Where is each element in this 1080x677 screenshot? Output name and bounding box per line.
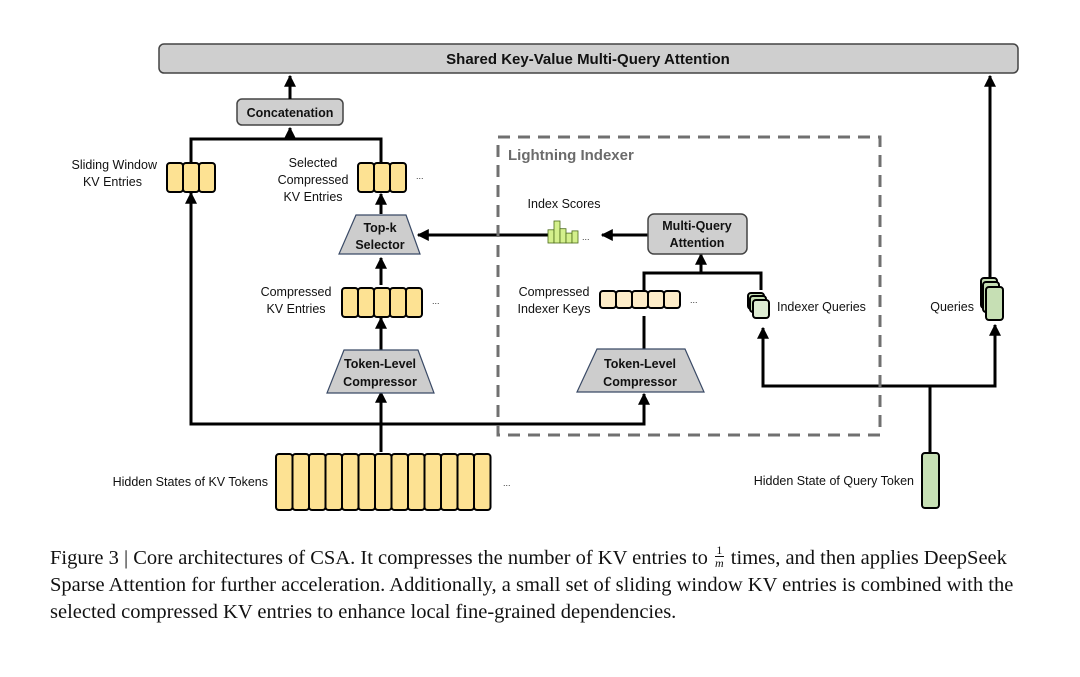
selected-label-2: Compressed: [278, 173, 349, 187]
index-score-bar: [571, 230, 579, 244]
compressed-kv-ellipsis: ...: [432, 296, 440, 306]
token-level-compressor: Token-Level Compressor: [326, 349, 435, 394]
connectors: [185, 74, 1001, 453]
queries: Queries: [930, 277, 1004, 321]
compressed-kv-cell: [341, 287, 359, 318]
compressed-kv-label-1: Compressed: [261, 285, 332, 299]
hidden-state-cell: [308, 453, 327, 511]
shared-kv-mqa-label: Shared Key-Value Multi-Query Attention: [446, 51, 730, 68]
multi-query-attention-block: Multi-Query Attention: [647, 213, 748, 255]
lightning-indexer-group: Lightning Indexer: [496, 135, 882, 437]
sliding-window-label-2: KV Entries: [83, 175, 142, 189]
compressed-kv-entries: ... Compressed KV Entries: [261, 285, 440, 318]
index-scores: ... Index Scores: [528, 197, 601, 244]
compressed-kv-cell: [389, 287, 407, 318]
compressed-kv-cell: [405, 287, 423, 318]
fraction-numerator: 1: [715, 542, 724, 557]
hidden-state-query-label: Hidden State of Query Token: [754, 474, 914, 488]
selected-label-3: KV Entries: [283, 190, 342, 204]
lightning-indexer-label: Lightning Indexer: [508, 147, 634, 164]
hidden-state-cell: [440, 453, 459, 511]
indexer-queries-label: Indexer Queries: [777, 300, 866, 314]
selected-ellipsis: ...: [416, 171, 424, 181]
hidden-states-kv-tokens: ... Hidden States of KV Tokens: [113, 453, 511, 511]
hidden-state-cell: [407, 453, 426, 511]
hidden-states-label: Hidden States of KV Tokens: [113, 475, 268, 489]
sliding-window-kv: Sliding Window KV Entries: [72, 158, 216, 193]
compressed-kv-label-2: KV Entries: [266, 302, 325, 316]
indexer-keys-ellipsis: ...: [690, 295, 698, 305]
concatenation-label: Concatenation: [247, 106, 334, 120]
caption-suffix: times, and then applies DeepSeek Sparse …: [50, 547, 1014, 623]
top-k-selector: Top-k Selector: [338, 214, 421, 255]
hidden-state-cell: [473, 453, 492, 511]
fraction-denominator: m: [715, 555, 724, 570]
figure-caption: Figure 3 | Core architectures of CSA. It…: [50, 544, 1040, 626]
hidden-state-cell: [390, 453, 409, 511]
top-k-label-2: Selector: [355, 238, 404, 252]
indexer-key-cell: [599, 290, 617, 309]
hidden-state-cell: [456, 453, 475, 511]
compressed-kv-cell: [357, 287, 375, 318]
selected-compressed-kv: ... Selected Compressed KV Entries: [278, 156, 424, 204]
indexer-compressor-label-1: Token-Level: [604, 357, 676, 371]
index-score-bar: [547, 229, 555, 244]
hidden-state-cell: [423, 453, 442, 511]
index-score-bar: [565, 232, 573, 244]
top-k-label-1: Top-k: [363, 221, 396, 235]
selected-kv-cell: [373, 162, 391, 193]
compressed-kv-cell: [373, 287, 391, 318]
indexer-queries: Indexer Queries: [747, 292, 866, 319]
hidden-state-cell: [341, 453, 360, 511]
sliding-window-cell: [198, 162, 216, 193]
sliding-window-cell: [166, 162, 184, 193]
indexer-keys-label-1: Compressed: [519, 285, 590, 299]
concatenation-block: Concatenation: [236, 98, 344, 126]
indexer-token-level-compressor: Token-Level Compressor: [576, 348, 705, 393]
csa-architecture-diagram: Shared Key-Value Multi-Query Attention C…: [72, 43, 1019, 511]
hidden-states-ellipsis: ...: [503, 478, 511, 488]
indexer-compressor-label-2: Compressor: [603, 375, 677, 389]
selected-kv-cell: [389, 162, 407, 193]
indexer-key-cell: [647, 290, 665, 309]
selected-kv-cell: [357, 162, 375, 193]
compressor-label-1: Token-Level: [344, 357, 416, 371]
index-score-bar: [553, 220, 561, 244]
indexer-keys-label-2: Indexer Keys: [518, 302, 591, 316]
sliding-window-cell: [182, 162, 200, 193]
caption-prefix: Figure 3 | Core architectures of CSA. It…: [50, 547, 708, 569]
indexer-key-cell: [631, 290, 649, 309]
index-scores-label: Index Scores: [528, 197, 601, 211]
mqa-label-1: Multi-Query: [662, 219, 731, 233]
shared-kv-mqa-block: Shared Key-Value Multi-Query Attention: [158, 43, 1019, 74]
hidden-state-cell: [357, 453, 376, 511]
hidden-state-query-token: Hidden State of Query Token: [754, 452, 940, 509]
hidden-state-cell: [324, 453, 343, 511]
queries-label: Queries: [930, 300, 974, 314]
mqa-label-2: Attention: [670, 236, 725, 250]
hidden-state-cell: [374, 453, 393, 511]
index-scores-ellipsis: ...: [582, 232, 590, 242]
compressed-indexer-keys: ... Compressed Indexer Keys: [518, 285, 698, 316]
indexer-key-cell: [663, 290, 681, 309]
sliding-window-label-1: Sliding Window: [72, 158, 158, 172]
indexer-key-cell: [615, 290, 633, 309]
selected-label-1: Selected: [289, 156, 338, 170]
hidden-state-cell: [275, 453, 294, 511]
compressor-label-2: Compressor: [343, 375, 417, 389]
hidden-state-cell: [291, 453, 310, 511]
index-score-bar: [559, 228, 567, 244]
